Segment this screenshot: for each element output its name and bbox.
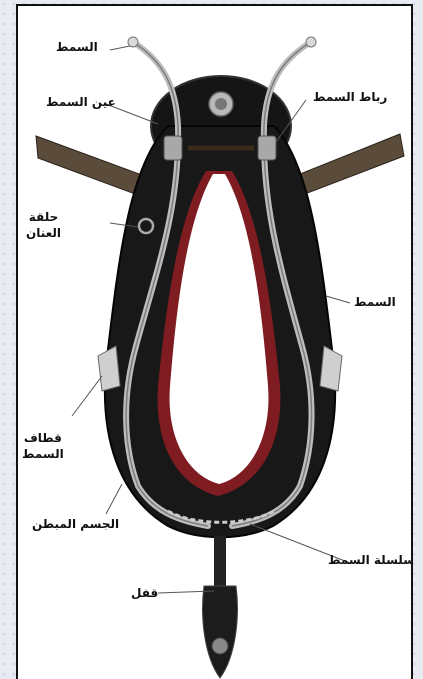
label-hame-top: السمط xyxy=(56,39,98,55)
label-hame-strap: رباط السمط xyxy=(313,89,387,105)
lock-ornament xyxy=(212,638,228,654)
lock-body xyxy=(203,586,238,678)
label-hame-clip-line1: قطاف xyxy=(22,430,64,446)
label-rein-ring-line2: العنان xyxy=(26,225,61,241)
hame-eye-right xyxy=(258,136,276,160)
label-rein-ring: حلقة العنان xyxy=(26,209,61,241)
diagram-frame: السمط عين السمط رباط السمط حلقة العنان ا… xyxy=(16,4,413,679)
label-lock: قفل xyxy=(131,585,158,601)
label-padded-body: الجسم المبطن xyxy=(32,516,119,532)
hame-clip-right xyxy=(320,346,342,391)
lock-stem xyxy=(214,536,226,586)
label-hame-clip: قطاف السمط xyxy=(22,430,64,462)
label-hame-right: السمط xyxy=(354,294,396,310)
right-hame-tip xyxy=(306,37,316,47)
label-rein-ring-line1: حلقة xyxy=(26,209,61,225)
label-hame-eye: عين السمط xyxy=(46,94,116,110)
label-hame-chain: سلسلة السمط xyxy=(328,552,413,568)
hame-eye-left xyxy=(164,136,182,160)
label-hame-clip-line2: السمط xyxy=(22,446,64,462)
hame-clip-left xyxy=(98,346,120,391)
top-ornament-center xyxy=(215,98,227,110)
left-hame-tip xyxy=(128,37,138,47)
